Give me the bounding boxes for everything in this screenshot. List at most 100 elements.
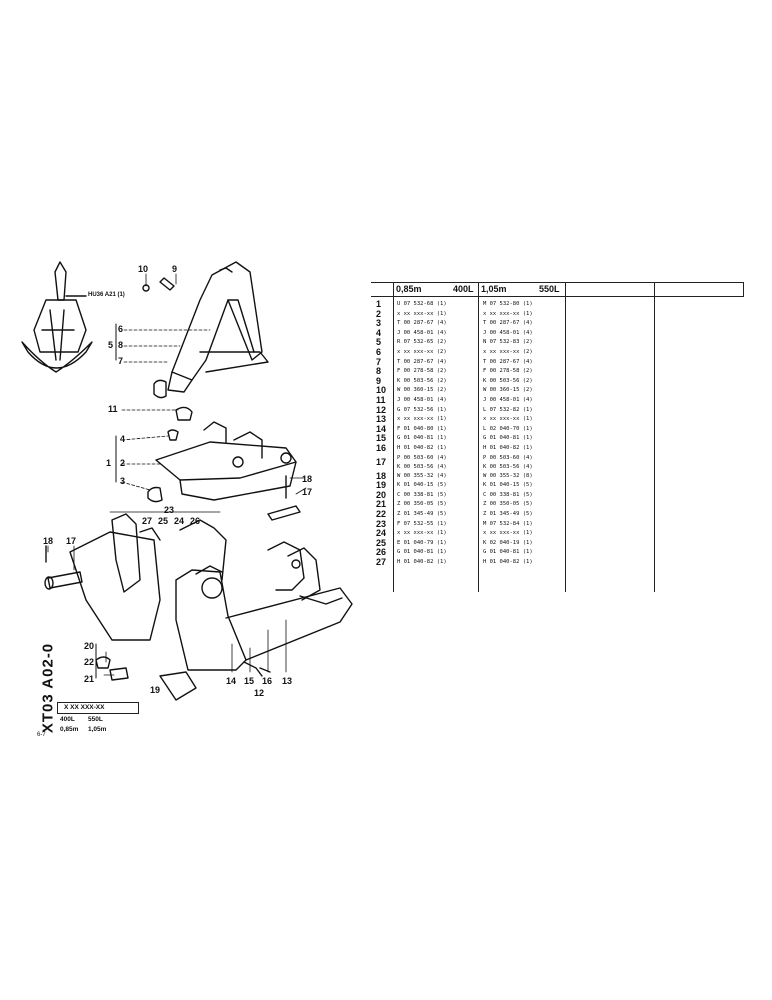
bucket-shells	[69, 513, 353, 677]
row-number: 23	[376, 518, 387, 529]
row-number: 26	[376, 547, 387, 558]
callout-8: 8	[118, 340, 124, 350]
callout-26: 26	[190, 516, 201, 526]
pins-and-fasteners	[44, 475, 301, 701]
header-width-a: 0,85m	[396, 284, 422, 294]
row-number: 6	[376, 347, 382, 357]
part-no-550l: C 00 338-81 (5)	[483, 491, 533, 498]
part-no-550l: G 01 040-81 (1)	[483, 435, 533, 442]
part-no-550l: N 07 532-83 (2)	[483, 339, 533, 346]
row-number: 8	[376, 366, 382, 377]
part-no-400l: F 00 278-58 (2)	[397, 368, 447, 375]
suspension-frame	[142, 261, 269, 421]
part-no-400l: K 00 503-56 (2)	[397, 377, 447, 384]
row-number: 9	[376, 375, 382, 386]
callout-7: 7	[118, 356, 124, 366]
part-no-400l: J 00 458-01 (4)	[397, 329, 447, 336]
row-number: 16	[376, 443, 387, 453]
part-no-400l: x xx xxx-xx (1)	[397, 310, 447, 317]
part-no-400l: R 07 532-65 (2)	[397, 339, 447, 346]
callout-19: 19	[150, 685, 161, 695]
row-number: 21	[376, 499, 387, 510]
row-number: 20	[376, 489, 387, 500]
part-no-400l: C 00 338-81 (5)	[397, 491, 447, 498]
part-no-550l: P 00 503-60 (4)	[483, 454, 533, 461]
part-no-550l: W 00 360-15 (2)	[483, 387, 533, 394]
part-no-550l: F 00 278-58 (2)	[483, 368, 533, 375]
callout-5: 5	[108, 340, 114, 350]
part-no-400l: U 07 532-68 (1)	[397, 301, 447, 307]
part-no-550l: x xx xxx-xx (1)	[483, 530, 533, 537]
part-no-400l: T 00 287-67 (4)	[397, 358, 447, 365]
part-no-550l: M 07 532-80 (1)	[483, 301, 533, 307]
part-no-400l: G 01 040-81 (1)	[397, 435, 447, 442]
callout-17-left: 17	[66, 536, 77, 546]
part-no-400l: x xx xxx-xx (1)	[397, 530, 447, 537]
key-box-text: X XX XXX-XX	[64, 704, 105, 711]
header-size-b: 550L	[539, 284, 560, 294]
callout-13: 13	[282, 676, 293, 686]
row-number: 5	[376, 337, 382, 348]
callout-16: 16	[262, 676, 273, 686]
part-no-400l-alt: K 00 503-56 (4)	[397, 463, 447, 470]
part-no-550l: Z 01 345-49 (5)	[483, 511, 533, 517]
row-number: 17	[376, 456, 387, 467]
part-no-400l: H 01 040-82 (1)	[397, 559, 447, 565]
part-no-400l: F 01 040-80 (1)	[397, 425, 447, 432]
part-no-550l: K 02 040-19 (1)	[483, 539, 533, 546]
callout-1: 1	[106, 458, 112, 468]
part-no-400l: E 01 040-79 (1)	[397, 539, 447, 546]
part-no-550l: W 00 355-32 (8)	[483, 472, 533, 479]
row-number: 15	[376, 433, 387, 444]
row-number: 10	[376, 385, 387, 396]
row-number: 25	[376, 537, 387, 548]
part-no-550l: J 00 458-01 (4)	[483, 397, 533, 403]
part-no-400l: H 01 040-82 (1)	[397, 445, 447, 451]
key-box: X XX XXX-XX	[57, 702, 139, 714]
part-no-550l: K 00 503-56 (2)	[483, 377, 533, 384]
callout-12: 12	[254, 688, 265, 698]
callout-18-right: 18	[302, 474, 313, 484]
part-no-550l: H 01 040-82 (1)	[483, 559, 533, 565]
callout-6: 6	[118, 324, 124, 334]
part-no-550l: H 01 040-82 (1)	[483, 445, 533, 451]
row-number: 1	[376, 299, 382, 309]
part-no-400l: P 00 503-60 (4)	[397, 454, 447, 461]
part-no-400l: x xx xxx-xx (1)	[397, 416, 447, 423]
row-number: 13	[376, 414, 387, 425]
row-number: 22	[376, 509, 387, 519]
row-number: 19	[376, 480, 387, 491]
part-no-400l: G 01 040-81 (1)	[397, 549, 447, 556]
callout-10: 10	[138, 264, 149, 274]
key-size-400: 400L	[60, 716, 75, 723]
callout-2: 2	[120, 458, 126, 468]
callout-20: 20	[84, 641, 95, 651]
part-no-400l: Z 01 345-49 (5)	[397, 511, 447, 517]
row-number: 14	[376, 423, 387, 434]
part-no-550l: x xx xxx-xx (1)	[483, 310, 533, 317]
key-width-085: 0,85m	[60, 726, 79, 733]
part-no-400l: T 00 287-67 (4)	[397, 320, 447, 327]
leader-lines	[47, 273, 307, 676]
row-number: 2	[376, 308, 382, 319]
part-no-400l: F 07 532-55 (1)	[397, 520, 447, 527]
document-code: XT03 A02-0	[39, 642, 57, 734]
part-no-550l: x xx xxx-xx (2)	[483, 349, 533, 355]
header-size-a: 400L	[453, 284, 474, 294]
callout-9: 9	[172, 264, 178, 274]
callout-14: 14	[226, 676, 237, 686]
row-number: 4	[376, 327, 382, 338]
part-no-400l: K 01 040-15 (5)	[397, 482, 447, 489]
callout-3: 3	[120, 476, 126, 486]
callout-25: 25	[158, 516, 169, 526]
part-no-550l: T 00 287-67 (4)	[483, 358, 533, 365]
part-no-550l: J 00 458-01 (4)	[483, 329, 533, 336]
part-no-550l: T 00 287-67 (4)	[483, 320, 533, 327]
row-number: 12	[376, 404, 387, 415]
callout-27: 27	[142, 516, 153, 526]
part-no-550l: K 01 040-15 (5)	[483, 482, 533, 489]
inset-reference-label: HU36 A21 (1)	[88, 292, 125, 298]
part-no-400l: J 00 458-01 (4)	[397, 397, 447, 403]
